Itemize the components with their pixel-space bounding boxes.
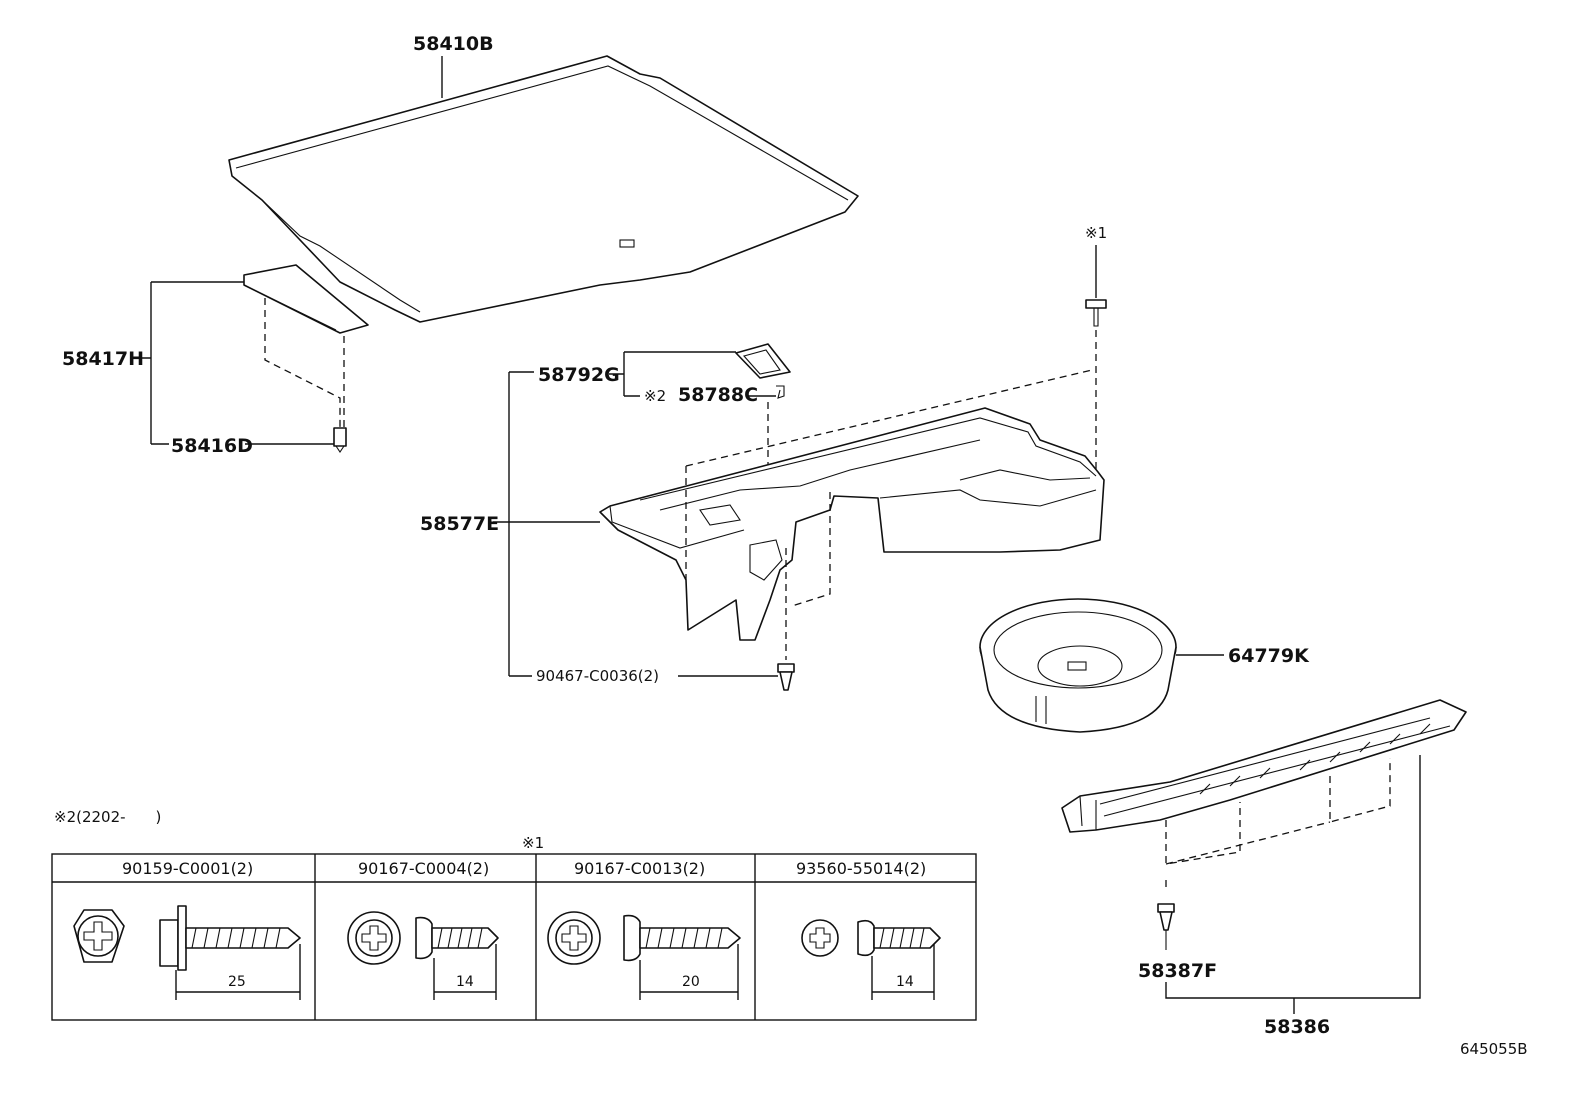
label-58792g: 58792G [538, 364, 620, 386]
table-col2-length: 14 [456, 974, 474, 990]
note2-marker-58788c: ※2 [644, 387, 666, 405]
side-panel-58417h[interactable] [243, 264, 369, 334]
dash-58577e [685, 369, 1093, 607]
dash-58417h [264, 298, 345, 428]
leader-58386 [1165, 755, 1421, 1014]
hook-58792g[interactable] [735, 343, 791, 379]
fastener-table: 90159-C0001(2) 90167-C0004(2) 90167-C001… [51, 853, 977, 1021]
clip-58387f[interactable] [1157, 903, 1175, 950]
luggage-tray-58577e[interactable] [599, 407, 1105, 641]
dash-58386 [1165, 758, 1391, 890]
label-90467-c0036: 90467-C0036(2) [536, 667, 659, 685]
note2-text: ※2(2202- ) [54, 808, 161, 826]
table-col2-partno: 90167-C0004(2) [358, 859, 489, 878]
table-col4-length: 14 [896, 974, 914, 990]
label-58577e: 58577E [420, 513, 499, 535]
clip-58788c[interactable] [776, 385, 785, 399]
leader-58792g [609, 351, 736, 396]
table-col3-length: 20 [682, 974, 700, 990]
table-col1-partno: 90159-C0001(2) [122, 859, 253, 878]
dim-col4 [871, 944, 935, 1000]
screw-90159-c0001[interactable] [73, 905, 301, 971]
note1-top-marker: ※1 [1085, 224, 1107, 242]
clip-90467-c0036[interactable] [777, 663, 795, 691]
dim-col3 [639, 944, 739, 1000]
screw-93560-55014[interactable] [801, 919, 941, 957]
label-64779k: 64779K [1228, 645, 1310, 667]
label-58416d: 58416D [171, 435, 253, 457]
tire-tray-64779k[interactable] [979, 598, 1177, 733]
table-col3-partno: 90167-C0013(2) [574, 859, 705, 878]
label-58417h: 58417H [62, 348, 144, 370]
scuff-plate-58386[interactable] [1061, 699, 1467, 833]
deck-board-58410b[interactable] [228, 55, 859, 323]
label-58386: 58386 [1264, 1016, 1330, 1038]
label-58788c: 58788C [678, 384, 758, 406]
label-58387f: 58387F [1138, 960, 1217, 982]
screw-90167-c0004[interactable] [347, 911, 499, 965]
dim-col2 [433, 944, 497, 1000]
bolt-top-right[interactable] [1085, 245, 1107, 327]
label-58410b: 58410B [413, 33, 494, 55]
figure-ref: 645055B [1460, 1040, 1528, 1058]
table-col1-length: 25 [228, 974, 246, 990]
clip-58416d[interactable] [333, 427, 347, 453]
screw-90167-c0013[interactable] [547, 911, 741, 965]
leader-58417h [133, 281, 244, 444]
table-col4-partno: 93560-55014(2) [796, 859, 926, 878]
leader-58577e [493, 371, 600, 676]
dim-col1 [175, 944, 301, 1000]
note1-table-marker: ※1 [522, 834, 544, 852]
